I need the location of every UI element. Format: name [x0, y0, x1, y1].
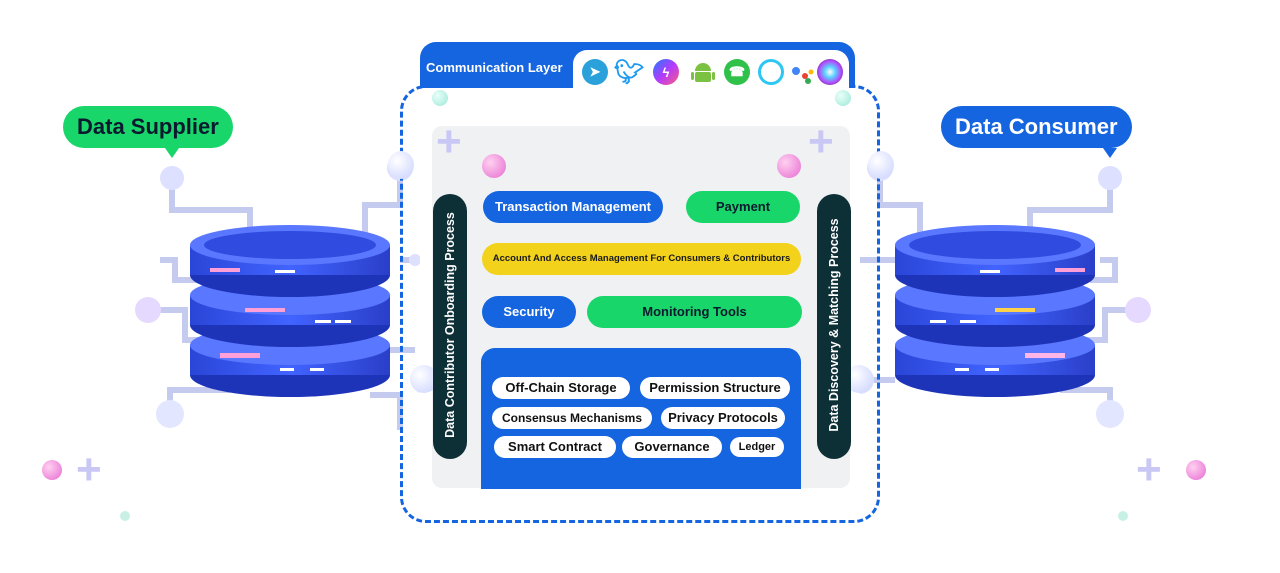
consumer-bubble-tail [1103, 148, 1117, 158]
privacy-protocols-chip: Privacy Protocols [661, 407, 785, 429]
channel-icon-strip [573, 50, 849, 90]
security-pill: Security [482, 296, 576, 328]
orb-decoration [835, 90, 851, 106]
plus-decoration: + [76, 445, 102, 494]
governance-chip: Governance [622, 436, 722, 458]
orb-decoration [777, 154, 801, 178]
consensus-mechanisms-chip: Consensus Mechanisms [492, 407, 652, 429]
android-icon [690, 59, 716, 85]
right-process-label: Data Discovery & Matching Process [827, 218, 841, 432]
whatsapp-icon: ☎ [724, 59, 750, 85]
ledger-chip: Ledger [730, 437, 784, 457]
orb-decoration [432, 90, 448, 106]
permission-structure-chip: Permission Structure [640, 377, 790, 399]
alexa-icon [758, 59, 784, 85]
data-consumer-label: Data Consumer [941, 106, 1132, 148]
messenger-icon: ϟ [653, 59, 679, 85]
consumer-database [860, 155, 1151, 428]
transaction-management-pill: Transaction Management [483, 191, 663, 223]
plus-decoration: + [808, 117, 834, 166]
orb-decoration [1186, 460, 1206, 480]
connector-knob [868, 151, 894, 179]
left-process-bar [433, 194, 467, 459]
payment-pill: Payment [686, 191, 800, 223]
orb-decoration [1118, 511, 1128, 521]
siri-icon [817, 59, 843, 85]
account-access-pill: Account And Access Management For Consum… [482, 243, 801, 275]
data-supplier-label: Data Supplier [63, 106, 233, 148]
plus-decoration: + [1136, 445, 1162, 494]
google-assistant-icon [790, 62, 816, 88]
supplier-bubble-tail [165, 148, 179, 158]
communication-layer-label: Communication Layer [426, 60, 563, 75]
supplier-database [135, 155, 420, 430]
plus-decoration: + [436, 117, 462, 166]
left-process-label: Data Contributor Onboarding Process [443, 212, 457, 438]
connector-knob [388, 151, 414, 179]
orb-decoration [120, 511, 130, 521]
twitter-icon: 🐦︎ [613, 58, 645, 86]
telegram-icon: ➤ [582, 59, 608, 85]
smart-contract-chip: Smart Contract [494, 436, 616, 458]
orb-decoration [42, 460, 62, 480]
orb-decoration [482, 154, 506, 178]
off-chain-storage-chip: Off-Chain Storage [492, 377, 630, 399]
right-process-bar [817, 194, 851, 459]
monitoring-tools-pill: Monitoring Tools [587, 296, 802, 328]
